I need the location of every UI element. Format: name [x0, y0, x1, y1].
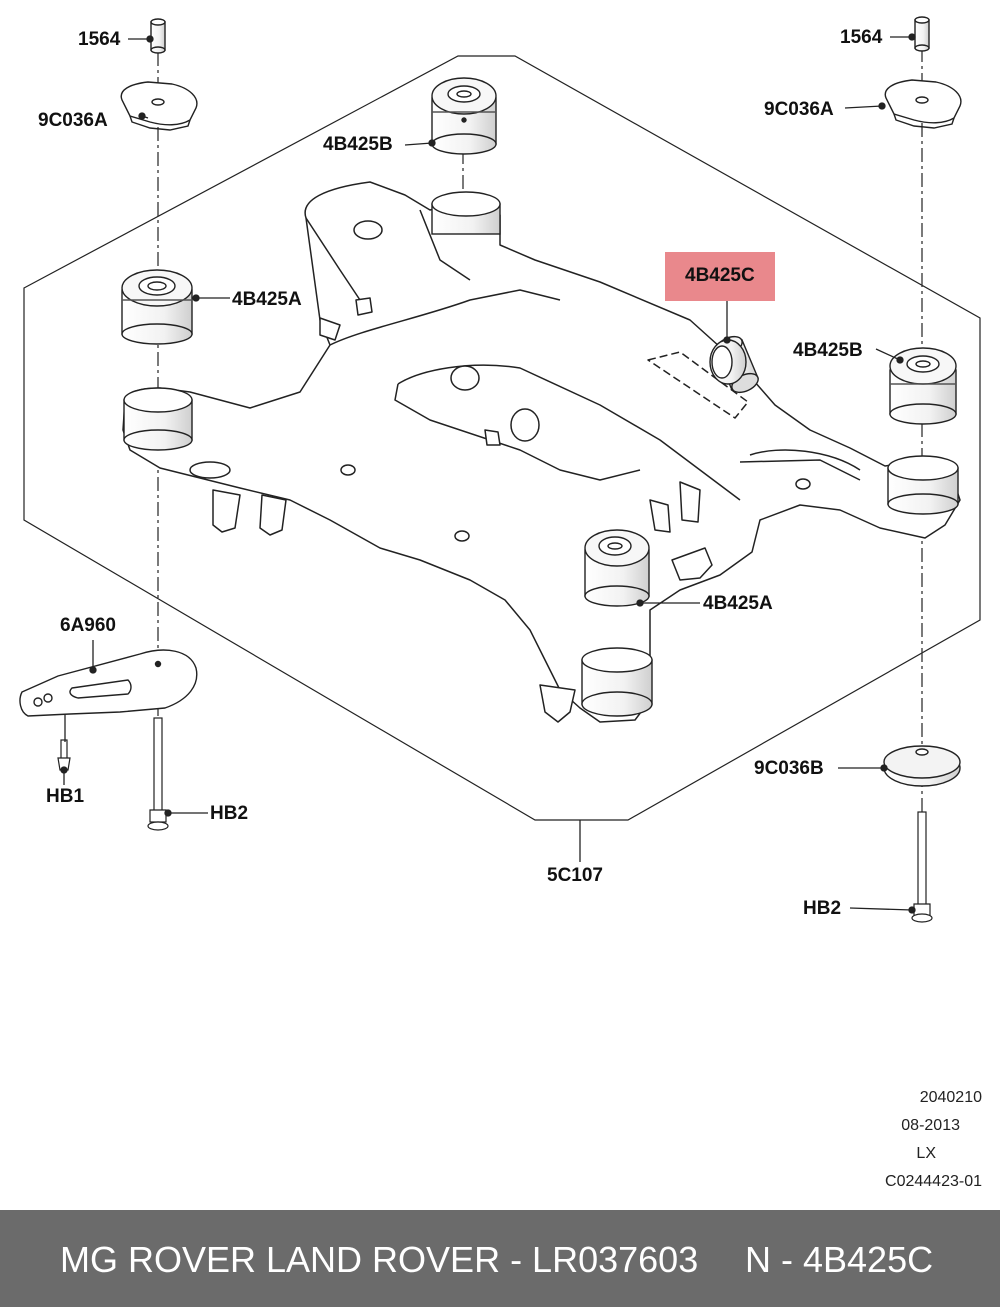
bracket-6a960	[19, 649, 198, 717]
bushing-4b425c	[709, 335, 759, 394]
footer-ref: N - 4B425C	[745, 1239, 934, 1280]
exploded-parts-diagram: 1564 9C036A 4B425B 4B425A 4B425C 4B425B …	[19, 16, 982, 1190]
washer-9c036b	[883, 745, 961, 787]
callout-4b425b-right: 4B425B	[793, 340, 863, 361]
callout-9c036a-left: 9C036A	[38, 110, 108, 131]
callout-9c036b: 9C036B	[754, 758, 824, 779]
bushing-4b425b-right	[889, 347, 957, 425]
callout-4b425c-highlighted: 4B425C	[665, 252, 775, 301]
bushing-4b425a-left	[121, 269, 193, 345]
subframe-drawing	[19, 16, 981, 923]
part-info-footer: MG ROVER LAND ROVER - LR037603 N - 4B425…	[0, 1210, 1000, 1307]
subframe-boss-bottom	[581, 647, 653, 717]
callout-hb1: HB1	[46, 786, 85, 807]
callout-1564-left: 1564	[78, 29, 121, 50]
bushing-4b425a-bottom	[584, 529, 650, 607]
bolt-hb2-right	[911, 811, 933, 923]
subframe-boss-top	[431, 191, 501, 235]
callout-4b425a-bottom: 4B425A	[703, 593, 773, 614]
spacer-1564-right	[914, 16, 930, 52]
callout-6a960: 6A960	[60, 615, 116, 636]
leader-lines	[60, 33, 916, 914]
subframe-boss-right	[887, 455, 959, 515]
callout-9c036a-right: 9C036A	[764, 99, 834, 120]
spacer-1564-left	[150, 18, 166, 54]
callout-hb2-left: HB2	[210, 803, 249, 824]
callout-5c107: 5C107	[547, 865, 603, 886]
bolt-hb1	[57, 739, 71, 771]
callout-hb2-right: HB2	[803, 898, 842, 919]
subframe-boss-left	[123, 387, 193, 451]
assembly-boundary	[23, 55, 981, 821]
diagram-date: 08-2013	[901, 1117, 960, 1134]
bolt-hb2-left	[147, 717, 169, 831]
diagram-model: LX	[916, 1145, 936, 1162]
callout-4b425b-top: 4B425B	[323, 134, 393, 155]
footer-brand-part: MG ROVER LAND ROVER - LR037603	[60, 1239, 699, 1280]
diagram-code: 2040210	[919, 1089, 982, 1106]
callout-4b425a-left: 4B425A	[232, 289, 302, 310]
subframe-5c107	[122, 181, 961, 723]
diagram-ref: C0244423-01	[885, 1173, 982, 1190]
callout-1564-right: 1564	[840, 27, 883, 48]
bushing-4b425b-top	[431, 77, 497, 155]
washer-9c036a-left	[120, 81, 198, 131]
washer-9c036a-right	[884, 79, 962, 129]
